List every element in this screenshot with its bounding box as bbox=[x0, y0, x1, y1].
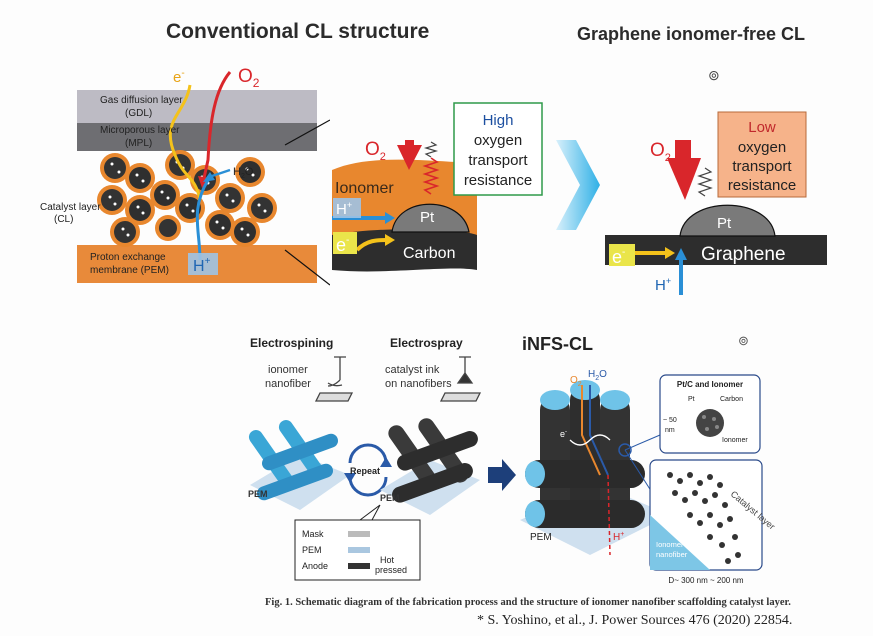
conventional-cl-schematic: e- O2 Gas diffusion layer (GDL) Micropor… bbox=[40, 66, 330, 286]
zoom-carbon-label: Carbon bbox=[403, 245, 455, 262]
squiggle-mark-2: ⊚ bbox=[738, 333, 749, 348]
high-label: High bbox=[483, 112, 514, 129]
graphene-o2-label: O2 bbox=[650, 140, 671, 164]
pem-blue-fibers bbox=[248, 420, 350, 510]
inset-pt-label: Pt bbox=[688, 396, 695, 403]
ionomer-nanofiber-wedge bbox=[650, 515, 710, 570]
proton-path bbox=[195, 179, 210, 261]
low-box-line2: oxygen bbox=[738, 139, 786, 156]
graphene-spring bbox=[697, 167, 713, 197]
spring-red bbox=[422, 157, 440, 195]
infs-cl-block bbox=[520, 380, 670, 556]
nanofiber-label-1: ionomer bbox=[268, 364, 308, 376]
repeat-label: Repeat bbox=[350, 466, 380, 476]
electrospining-label: Electrospining bbox=[250, 336, 333, 350]
high-resistance-box bbox=[453, 102, 543, 196]
infs-h-label: H+ bbox=[613, 531, 624, 543]
electrospinning-device-icon bbox=[314, 356, 354, 402]
graphene-pt-dome bbox=[679, 204, 776, 237]
process-arrow-icon bbox=[488, 459, 516, 491]
mpl-label-2: (MPL) bbox=[125, 138, 152, 149]
oxygen-path bbox=[202, 71, 232, 179]
o2-arrow-big bbox=[397, 145, 422, 170]
graphene-pt-label: Pt bbox=[717, 215, 732, 232]
graphene-zoom: ⊚ O2 Pt e- Graphene H+ Low oxygen transp… bbox=[605, 67, 827, 295]
graphene-o2-arrow bbox=[667, 158, 701, 200]
fabrication-figure: Electrospining ionomer nanofiber Electro… bbox=[248, 333, 777, 585]
pem-label-2: membrane (PEM) bbox=[90, 265, 169, 276]
inset-size-2: nm bbox=[665, 427, 675, 434]
gdl-label-1: Gas diffusion layer bbox=[100, 95, 183, 106]
ionomer-nf-label-1: Ionomer bbox=[656, 540, 684, 549]
title-conventional: Conventional CL structure bbox=[166, 20, 430, 43]
electrospray-device-icon bbox=[439, 356, 482, 402]
chevron-arrow-icon bbox=[556, 140, 600, 230]
gdl-layer bbox=[77, 90, 317, 123]
repeat-cycle-icon bbox=[348, 443, 388, 497]
low-box-line3: transport bbox=[732, 158, 792, 175]
pem-label-1: Proton exchange bbox=[90, 252, 166, 263]
pem-dark-fibers bbox=[380, 418, 480, 515]
high-box-line2: oxygen bbox=[474, 132, 522, 149]
carbon-block bbox=[332, 229, 477, 272]
ionomer-label: Ionomer bbox=[335, 180, 394, 197]
legend-pressed: pressed bbox=[375, 565, 407, 575]
conventional-zoom: O2 Ionomer H+ Pt e- Carbon High oxygen t… bbox=[332, 102, 543, 272]
zoom-pt-label: Pt bbox=[420, 209, 435, 226]
legend-mask: Mask bbox=[302, 529, 324, 539]
h2o-label: H2O bbox=[233, 166, 254, 180]
inset-ionomer-label: Ionomer bbox=[722, 437, 748, 444]
pem-label-b: PEM bbox=[380, 493, 400, 503]
inset-size-1: ~ 50 bbox=[663, 417, 677, 424]
spring-gray bbox=[423, 141, 439, 158]
electron-path bbox=[168, 84, 202, 201]
o2-label: O2 bbox=[238, 66, 260, 90]
pt-dome bbox=[391, 203, 470, 233]
low-box-line4: resistance bbox=[728, 177, 796, 194]
inset-carbon-label: Carbon bbox=[720, 396, 743, 403]
legend-pem: PEM bbox=[302, 545, 322, 555]
infs-o2-label: O2 bbox=[570, 375, 582, 388]
cl-label-2: (CL) bbox=[54, 214, 73, 225]
high-box-line3: transport bbox=[468, 152, 528, 169]
mpl-label-1: Microporous layer bbox=[100, 125, 180, 136]
inset-particle bbox=[696, 409, 724, 437]
legend-hot: Hot bbox=[380, 555, 395, 565]
infs-pem-label: PEM bbox=[530, 532, 552, 543]
electrospray-label: Electrospray bbox=[390, 336, 463, 350]
ink-label-1: catalyst ink bbox=[385, 364, 440, 376]
low-label: Low bbox=[748, 119, 776, 136]
h-plus-label: H+ bbox=[193, 256, 211, 275]
nanofiber-label-2: nanofiber bbox=[265, 378, 311, 390]
ink-label-2: on nanofibers bbox=[385, 378, 452, 390]
graphene-block bbox=[605, 235, 827, 265]
graphene-e-label: e- bbox=[612, 247, 625, 267]
high-box-line4: resistance bbox=[464, 172, 532, 189]
gdl-label-2: (GDL) bbox=[125, 108, 152, 119]
mpl-layer bbox=[77, 123, 317, 151]
pem-label-a: PEM bbox=[248, 489, 268, 499]
dimension-label: D~ 300 nm ~ 200 nm bbox=[668, 576, 743, 585]
zoom-o2-label: O2 bbox=[365, 139, 386, 163]
e-label: e- bbox=[173, 68, 185, 86]
legend-anode: Anode bbox=[302, 561, 328, 571]
figure-caption: Fig. 1. Schematic diagram of the fabrica… bbox=[265, 597, 791, 608]
title-graphene: Graphene ionomer-free CL bbox=[577, 24, 806, 44]
catalyst-particles bbox=[97, 150, 277, 247]
reference-text: * S. Yoshino, et al., J. Power Sources 4… bbox=[477, 613, 793, 628]
graphene-label: Graphene bbox=[701, 244, 786, 265]
squiggle-mark: ⊚ bbox=[708, 67, 720, 83]
cl-label-1: Catalyst layer bbox=[40, 202, 101, 213]
infs-h2o-label: H2O bbox=[588, 369, 607, 382]
ionomer-nf-label-2: nanofiber bbox=[656, 550, 688, 559]
infs-e-label: e- bbox=[560, 429, 567, 439]
graphene-h-plus-label: H+ bbox=[655, 276, 671, 294]
inset-title: Pt/C and Ionomer bbox=[677, 380, 743, 389]
zoom-h-plus-label: H+ bbox=[336, 200, 352, 218]
infs-title: iNFS-CL bbox=[522, 334, 593, 354]
low-resistance-box bbox=[717, 111, 807, 198]
zoom-e-label: e- bbox=[336, 235, 349, 255]
